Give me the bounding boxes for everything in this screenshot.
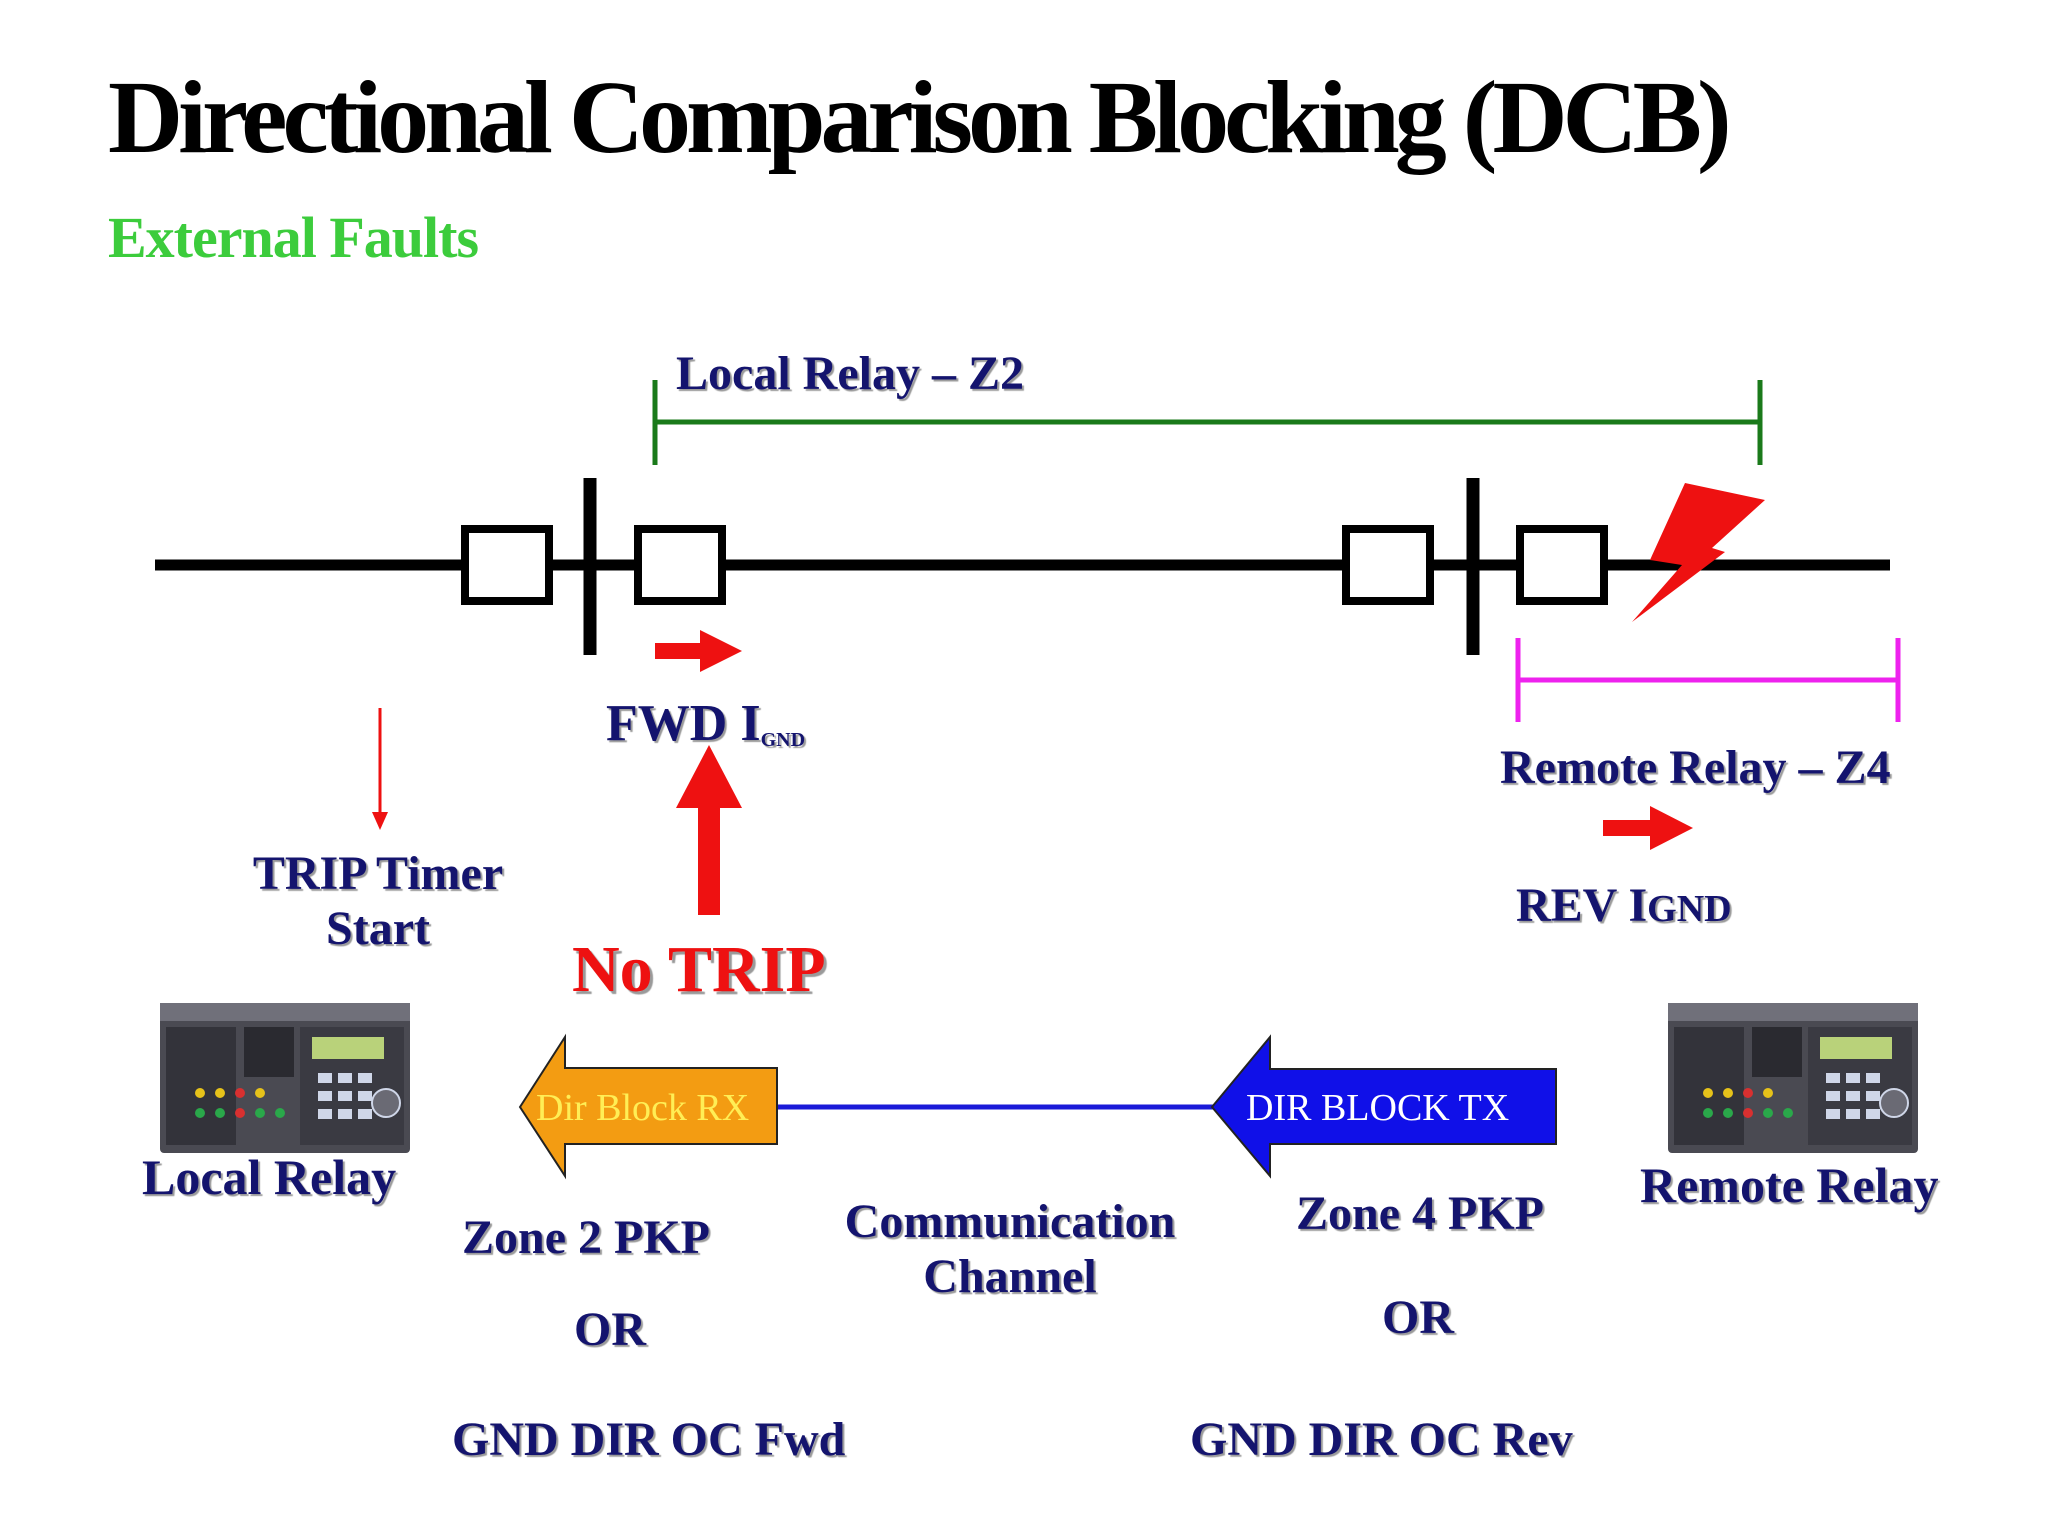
local-breaker-right <box>634 525 726 605</box>
fwd-ignd-label: FWD IGND <box>606 695 806 752</box>
rev-direction-arrow <box>1603 806 1693 850</box>
z2-reach-bracket <box>652 380 1763 465</box>
no-trip-up-arrow <box>676 745 742 915</box>
or-right-label: OR <box>1382 1291 1454 1344</box>
local-relay-device-icon <box>160 1003 410 1153</box>
remote-relay-device-icon <box>1668 1003 1918 1153</box>
page-subtitle: External Faults <box>108 205 479 270</box>
trip-timer-arrow <box>372 708 388 830</box>
remote-relay-z4-label: Remote Relay – Z4 <box>1500 741 1891 794</box>
z4-reach-bracket <box>1515 638 1901 722</box>
no-trip-label: No TRIP <box>572 933 826 1006</box>
communication-channel-label: Communication Channel <box>844 1195 1176 1303</box>
local-relay-z2-label: Local Relay – Z2 <box>676 347 1024 400</box>
gnd-dir-oc-rev-label: GND DIR OC Rev <box>1190 1413 1573 1466</box>
page-title: Directional Comparison Blocking (DCB) <box>108 60 1732 175</box>
dir-block-rx-arrow <box>518 1033 778 1180</box>
dir-block-tx-arrow <box>1210 1034 1557 1179</box>
gnd-dir-oc-fwd-label: GND DIR OC Fwd <box>452 1413 846 1466</box>
local-breaker-left <box>461 525 553 605</box>
zone4-pkp-label: Zone 4 PKP <box>1296 1187 1544 1240</box>
remote-breaker-right <box>1516 525 1608 605</box>
fwd-direction-arrow <box>655 630 742 672</box>
local-relay-label: Local Relay <box>142 1149 397 1205</box>
remote-breaker-left <box>1342 525 1434 605</box>
lightning-fault-icon <box>1632 483 1765 622</box>
or-left-label: OR <box>574 1303 646 1356</box>
zone2-pkp-label: Zone 2 PKP <box>462 1211 710 1264</box>
remote-relay-label: Remote Relay <box>1640 1157 1939 1213</box>
rev-ignd-label: REV IGND <box>1516 879 1732 932</box>
dir-block-tx-label: DIR BLOCK TX <box>1246 1087 1510 1129</box>
dir-block-rx-label: Dir Block RX <box>536 1087 750 1129</box>
trip-timer-label: TRIP Timer Start <box>252 847 504 955</box>
